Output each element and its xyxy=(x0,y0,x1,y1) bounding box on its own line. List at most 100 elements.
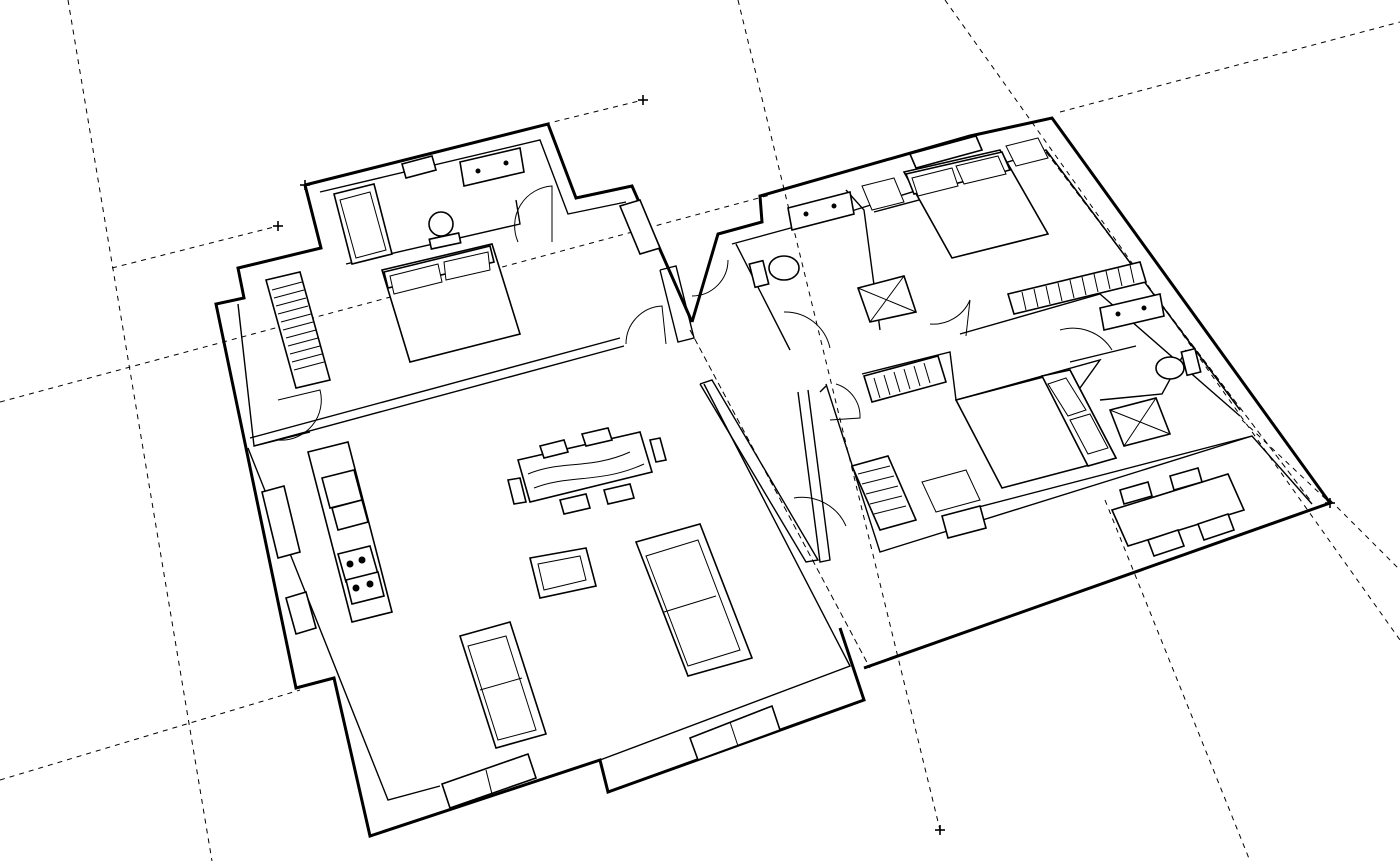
pillow xyxy=(955,155,1007,185)
guide-line-h6 xyxy=(1329,499,1400,571)
guide-line-h2 xyxy=(111,225,279,269)
pillow xyxy=(1069,413,1109,455)
wardrobe-hangers xyxy=(271,281,325,371)
window-mullion xyxy=(485,769,493,795)
oven xyxy=(345,571,385,605)
bath2-wall-top xyxy=(1069,345,1137,363)
corridor-wall xyxy=(659,265,695,343)
shower-diag xyxy=(1123,397,1157,447)
dining-chair xyxy=(1146,528,1186,558)
desk xyxy=(921,469,981,513)
right-unit-outer-wall xyxy=(690,116,1333,670)
kitchen-sink-2 xyxy=(331,499,369,531)
bedroom2-wall-s xyxy=(959,293,1241,417)
door-right-living xyxy=(793,496,847,527)
window-living-s2 xyxy=(688,704,782,762)
cushion-split xyxy=(663,595,717,613)
right-unit-inner-wall-corner xyxy=(819,385,827,393)
radiator-fins xyxy=(873,362,931,399)
dining-chair-end xyxy=(507,477,527,505)
guide-line-v4 xyxy=(1104,499,1251,862)
door-bedroom-west xyxy=(277,389,322,441)
bath-sink-left xyxy=(459,147,525,187)
door-bathroom-left xyxy=(514,185,553,243)
door-bedroom-left xyxy=(625,305,667,345)
toilet-tank-right-1 xyxy=(748,259,770,289)
guide-line-v1 xyxy=(67,0,213,862)
bath-partition xyxy=(345,199,521,265)
sink-drain xyxy=(831,203,837,209)
window-corridor xyxy=(618,199,662,255)
sink-drain xyxy=(503,160,509,166)
left-unit-outer-wall xyxy=(214,184,866,838)
guide-marker xyxy=(935,825,945,835)
armchair-seat xyxy=(537,555,587,591)
dining-chair xyxy=(538,439,570,459)
right-bathroom-2 xyxy=(1099,293,1202,447)
burner xyxy=(352,584,360,592)
dining-chair xyxy=(1119,481,1153,505)
bath-sink-right-2 xyxy=(1099,293,1165,331)
bath1-wall-w xyxy=(735,243,791,351)
toilet-right-2 xyxy=(1155,356,1185,380)
kitchen xyxy=(307,441,393,623)
toilet-left xyxy=(428,211,454,237)
cushion-split xyxy=(479,677,523,691)
pillow xyxy=(911,167,959,197)
sink-drain xyxy=(1141,305,1147,311)
wardrobe-hangers xyxy=(1021,264,1135,311)
shower-diag xyxy=(869,275,905,323)
door-swings xyxy=(277,185,1113,527)
pillow xyxy=(1047,377,1087,417)
window-kitchen-w2 xyxy=(285,590,317,636)
window-right-s xyxy=(941,505,987,539)
dining-set-left xyxy=(507,427,667,515)
dining-chair xyxy=(602,483,636,505)
dining-chair xyxy=(580,427,614,447)
burner xyxy=(358,556,366,564)
left-unit-inner-wall-sw xyxy=(247,447,441,801)
door-corridor xyxy=(1059,327,1113,351)
living-room-left xyxy=(458,523,754,749)
door-bedroom3 xyxy=(829,383,861,421)
party-wall-dashed xyxy=(689,329,871,669)
left-bedroom xyxy=(265,243,522,389)
burner xyxy=(366,580,374,588)
nightstand xyxy=(1005,137,1049,167)
living-divider xyxy=(699,379,820,563)
pillow xyxy=(389,263,443,295)
right-bedroom-3 xyxy=(850,355,1118,531)
guide-line-h4 xyxy=(544,99,644,125)
bath-sink-right-1 xyxy=(787,191,855,231)
corridor-wall-s xyxy=(943,435,1253,517)
bedroom-partition-2 xyxy=(249,337,621,439)
guide-marker xyxy=(638,95,648,105)
burner xyxy=(346,560,354,568)
dining-chair xyxy=(558,493,592,515)
sink-drain xyxy=(803,211,809,217)
door-bedroom2 xyxy=(929,299,971,337)
sink-drain xyxy=(1115,311,1121,317)
wardrobe-right-3 xyxy=(850,455,918,531)
window-mullion xyxy=(729,721,739,747)
door-right-entry xyxy=(691,259,729,297)
toilet-tank-right-2 xyxy=(1180,347,1202,377)
bedroom-partition xyxy=(253,345,625,447)
guide-line-h7 xyxy=(1241,419,1331,504)
guide-line-h5 xyxy=(0,689,301,781)
wardrobe-right-2 xyxy=(1006,261,1148,315)
right-unit-dashed-east xyxy=(1039,143,1311,501)
wood-grain xyxy=(527,451,631,475)
guide-line-h1 xyxy=(1059,21,1400,113)
sofa-left-cushion xyxy=(467,635,537,741)
left-bathroom xyxy=(333,147,525,265)
dining-chair-end xyxy=(649,437,667,463)
wardrobe-hangers xyxy=(857,465,907,515)
right-unit-west-partition xyxy=(797,389,831,563)
door-bath1 xyxy=(783,311,831,349)
toilet-tank-left xyxy=(428,232,462,250)
sink-drain xyxy=(475,168,481,174)
wood-grain xyxy=(533,463,645,489)
